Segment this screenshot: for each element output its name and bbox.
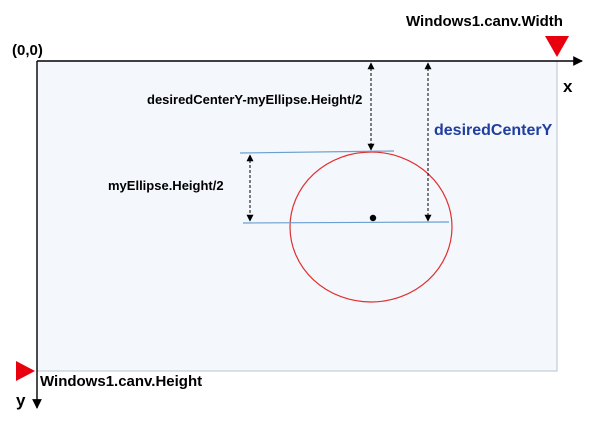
center-y-label: desiredCenterY [434,122,553,139]
canvas-area [36,60,558,372]
red-triangle-down-icon [545,36,569,57]
canvas-height-label: Windows1.canv.Height [40,373,202,390]
canvas-width-label: Windows1.canv.Width [406,13,563,30]
ellipse-center-dot [369,214,377,222]
ellipse-top-guide-line [239,150,395,154]
y-axis-label: y [16,391,26,410]
ellipse-center-guide-line [242,221,450,224]
x-axis-label: x [563,77,573,96]
half-height-label: myEllipse.Height/2 [108,178,224,193]
origin-label: (0,0) [12,42,43,59]
my-ellipse [289,151,453,303]
red-triangle-right-icon [16,361,35,381]
top-offset-label: desiredCenterY-myEllipse.Height/2 [147,92,362,107]
